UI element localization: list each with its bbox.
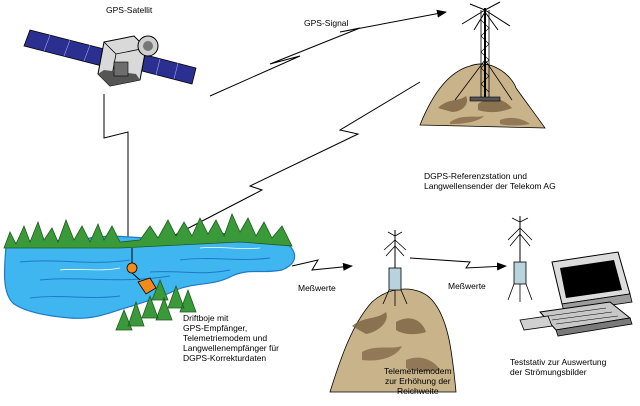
label-reference-line-2: Langwellensender der Telekom AG bbox=[424, 181, 556, 191]
label-modem-line-3: Reichweite bbox=[396, 386, 439, 396]
satellite-to-buoy-line bbox=[103, 94, 132, 247]
label-teststand-line-1: Teststativ zur Auswertung bbox=[510, 357, 607, 367]
modem-antenna-icon bbox=[382, 230, 408, 306]
modem-hill bbox=[329, 288, 457, 393]
forest-trees-bottom bbox=[115, 278, 197, 331]
label-buoy-line-2: GPS-Empfänger, bbox=[183, 323, 248, 333]
label-telemetry-modem: Telemetriemodem zur Erhöhung der Reichwe… bbox=[384, 366, 452, 396]
label-buoy-line-3: Telemetriemodem und bbox=[183, 333, 268, 343]
label-buoy-line-5: DGPS-Korrekturdaten bbox=[183, 353, 267, 363]
label-teststand-line-2: der Strömungsbilder bbox=[510, 367, 587, 377]
lake bbox=[3, 232, 296, 319]
drift-buoy-icon bbox=[126, 248, 157, 295]
satellite-icon bbox=[23, 29, 197, 87]
label-buoy-line-4: Langwellenempfänger für bbox=[183, 343, 279, 353]
label-measured-values-2: Meßwerte bbox=[448, 281, 486, 291]
label-reference-station: DGPS-Referenzstation und Langwellensende… bbox=[424, 171, 556, 191]
correction-signal-to-buoy bbox=[149, 81, 421, 249]
gps-signal-to-station bbox=[209, 9, 447, 97]
modem-to-teststand-line bbox=[409, 257, 507, 271]
computer-icon bbox=[519, 251, 633, 337]
reference-antenna-icon bbox=[454, 1, 513, 102]
reference-station-hill bbox=[419, 63, 546, 129]
label-gps-signal: GPS-Signal bbox=[304, 18, 349, 28]
label-measured-values-1: Meßwerte bbox=[298, 283, 336, 293]
label-gps-satellite: GPS-Satellit bbox=[106, 5, 153, 15]
teststand-antenna-icon bbox=[507, 216, 533, 302]
forest-shoreline bbox=[3, 212, 293, 249]
label-modem-line-2: zur Erhöhung der bbox=[384, 376, 451, 386]
measurements-to-modem bbox=[291, 259, 353, 271]
label-teststand: Teststativ zur Auswertung der Strömungsb… bbox=[510, 357, 606, 377]
label-modem-line-1: Telemetriemodem bbox=[384, 366, 452, 376]
label-drift-buoy: Driftboje mit GPS-Empfänger, Telemetriem… bbox=[183, 313, 279, 363]
label-reference-line-1: DGPS-Referenzstation und bbox=[424, 171, 527, 181]
label-buoy-line-1: Driftboje mit bbox=[183, 313, 229, 323]
